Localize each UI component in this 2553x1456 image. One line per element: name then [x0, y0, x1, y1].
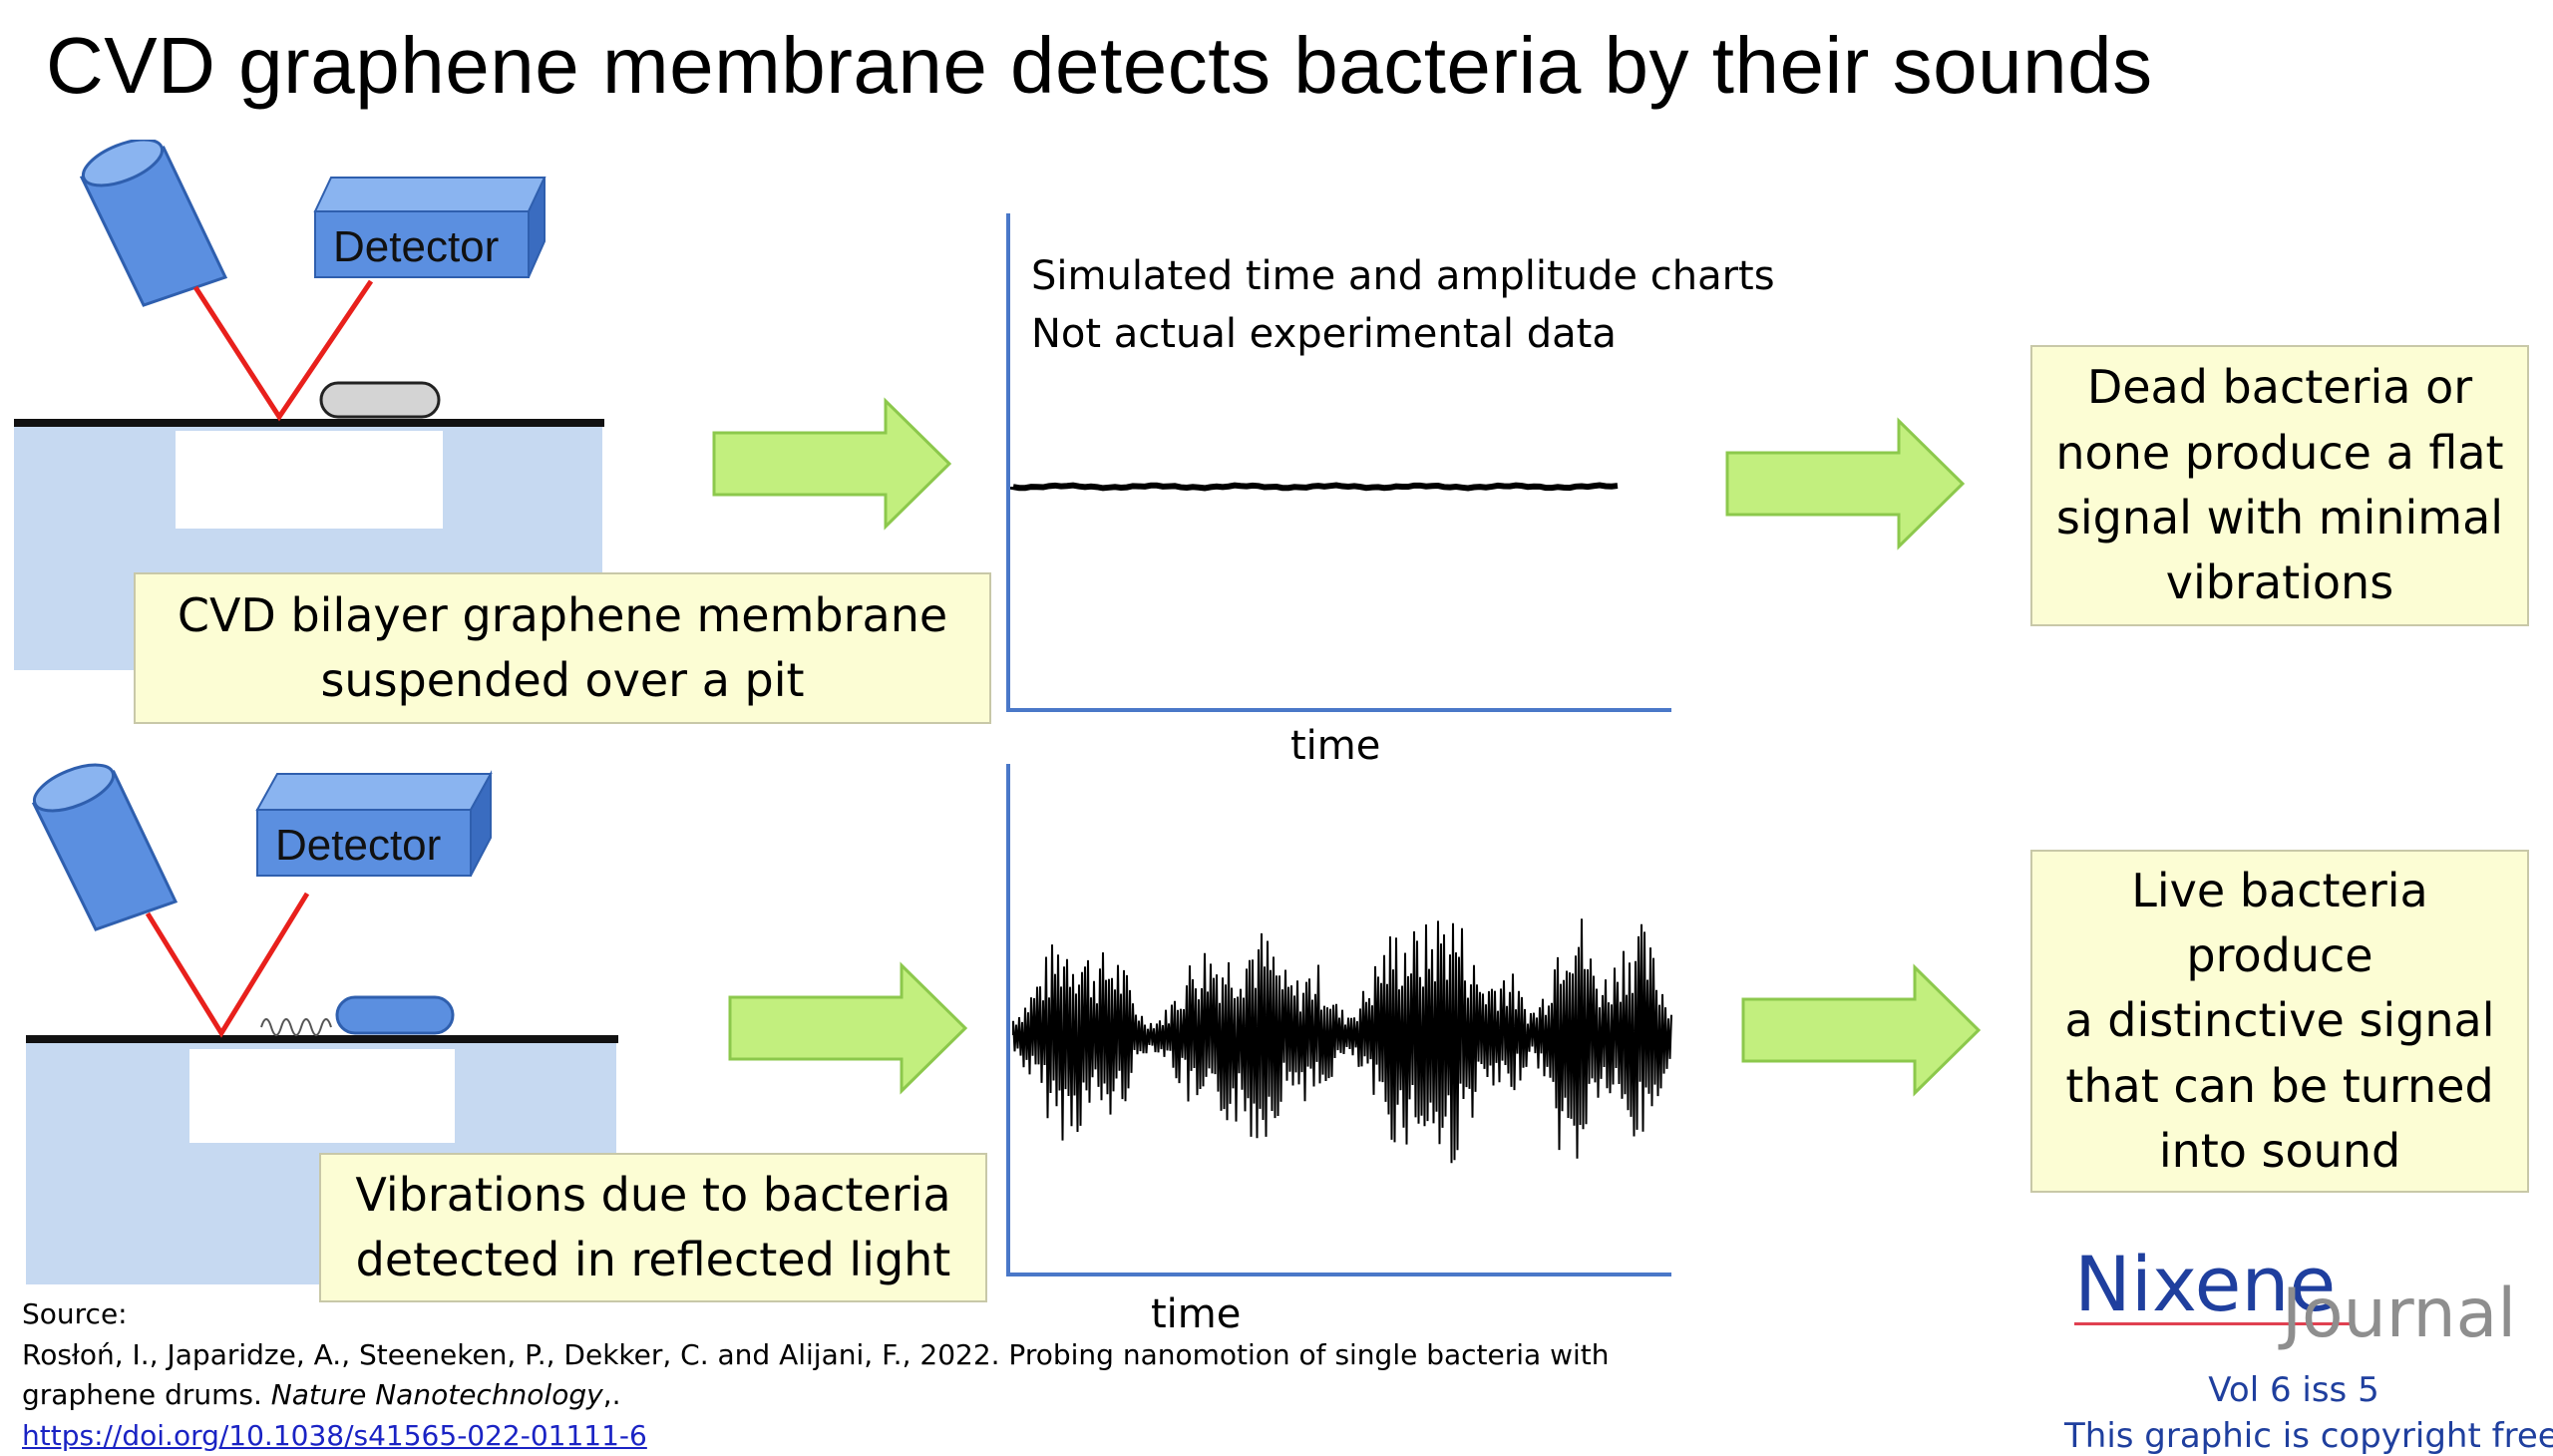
doi-link[interactable]: https://doi.org/10.1038/s41565-022-01111… — [22, 1418, 647, 1452]
arrow-right-icon — [1741, 963, 1982, 1097]
dead-bacteria-result: Dead bacteria or none produce a flat sig… — [2030, 345, 2529, 626]
live-signal-trace — [1012, 918, 1672, 1164]
detector-label: Detector — [275, 821, 441, 870]
caption-line: detected in reflected light — [355, 1233, 951, 1286]
bottom-chart-x-label: time — [1151, 1291, 1242, 1337]
arrow-right-icon — [1725, 417, 1966, 550]
result-line: signal with minimal — [2055, 491, 2504, 545]
result-line: Live bacteria produce — [2131, 863, 2428, 983]
result-line: none produce a flat — [2055, 425, 2504, 480]
result-line: Dead bacteria or — [2086, 360, 2473, 415]
laser-beam — [145, 892, 310, 1038]
live-bacteria-result: Live bacteria produce a distinctive sign… — [2030, 850, 2529, 1193]
brand-journal: Journal — [2282, 1274, 2517, 1353]
chart-disclaimer: Simulated time and amplitude charts Not … — [1031, 247, 1775, 363]
arrow-right-icon — [728, 961, 968, 1095]
caption-line: Vibrations due to bacteria — [355, 1167, 951, 1222]
disclaimer-line: Simulated time and amplitude charts — [1031, 253, 1775, 299]
caption-line: suspended over a pit — [320, 653, 805, 707]
page-title: CVD graphene membrane detects bacteria b… — [46, 21, 2153, 110]
flat-signal-trace — [1010, 482, 1619, 492]
citation-end: ,. — [602, 1378, 621, 1412]
detector-label: Detector — [333, 222, 499, 271]
brand-copyright: This graphic is copyright free — [2064, 1416, 2553, 1456]
live-bacterium — [335, 995, 455, 1035]
caption-line: CVD bilayer graphene membrane — [177, 587, 948, 642]
pit — [189, 1049, 455, 1143]
citation-line: graphene drums. Nature Nanotechnology,. — [22, 1375, 1610, 1416]
brand-volume: Vol 6 iss 5 — [2208, 1370, 2379, 1410]
result-line: into sound — [2158, 1123, 2401, 1178]
result-line: that can be turned — [2065, 1058, 2494, 1113]
laser-source — [31, 763, 179, 931]
citation-line: Rosłoń, I., Japaridze, A., Steeneken, P.… — [22, 1337, 1610, 1371]
brand-name: Nixene — [2074, 1240, 2337, 1328]
dead-bacterium — [319, 381, 441, 419]
result-line: a distinctive signal — [2064, 993, 2495, 1048]
arrow-right-icon — [712, 397, 952, 531]
graphene-membrane — [14, 419, 604, 427]
bottom-signal-chart — [1006, 764, 1672, 1276]
pit — [176, 431, 443, 529]
bottom-setup-caption: Vibrations due to bacteria detected in r… — [319, 1153, 987, 1302]
vibration-wave — [260, 1018, 332, 1036]
top-chart-x-label: time — [1290, 723, 1381, 769]
source-citation: Source: Rosłoń, I., Japaridze, A., Steen… — [22, 1294, 1610, 1456]
top-setup-diagram: Detector — [14, 140, 604, 670]
disclaimer-line: Not actual experimental data — [1031, 311, 1617, 357]
citation-text: graphene drums. — [22, 1378, 271, 1412]
detector-box: Detector — [313, 177, 547, 278]
brand-underline — [2074, 1322, 2354, 1325]
citation-journal: Nature Nanotechnology — [270, 1378, 603, 1412]
result-line: vibrations — [2165, 555, 2394, 610]
top-signal-chart — [1006, 213, 1671, 712]
graphene-membrane — [26, 1035, 618, 1043]
detector-box: Detector — [255, 770, 493, 877]
laser-beam — [192, 279, 374, 422]
source-label: Source: — [22, 1297, 128, 1330]
laser-source — [79, 140, 228, 307]
top-setup-caption: CVD bilayer graphene membrane suspended … — [134, 572, 991, 724]
